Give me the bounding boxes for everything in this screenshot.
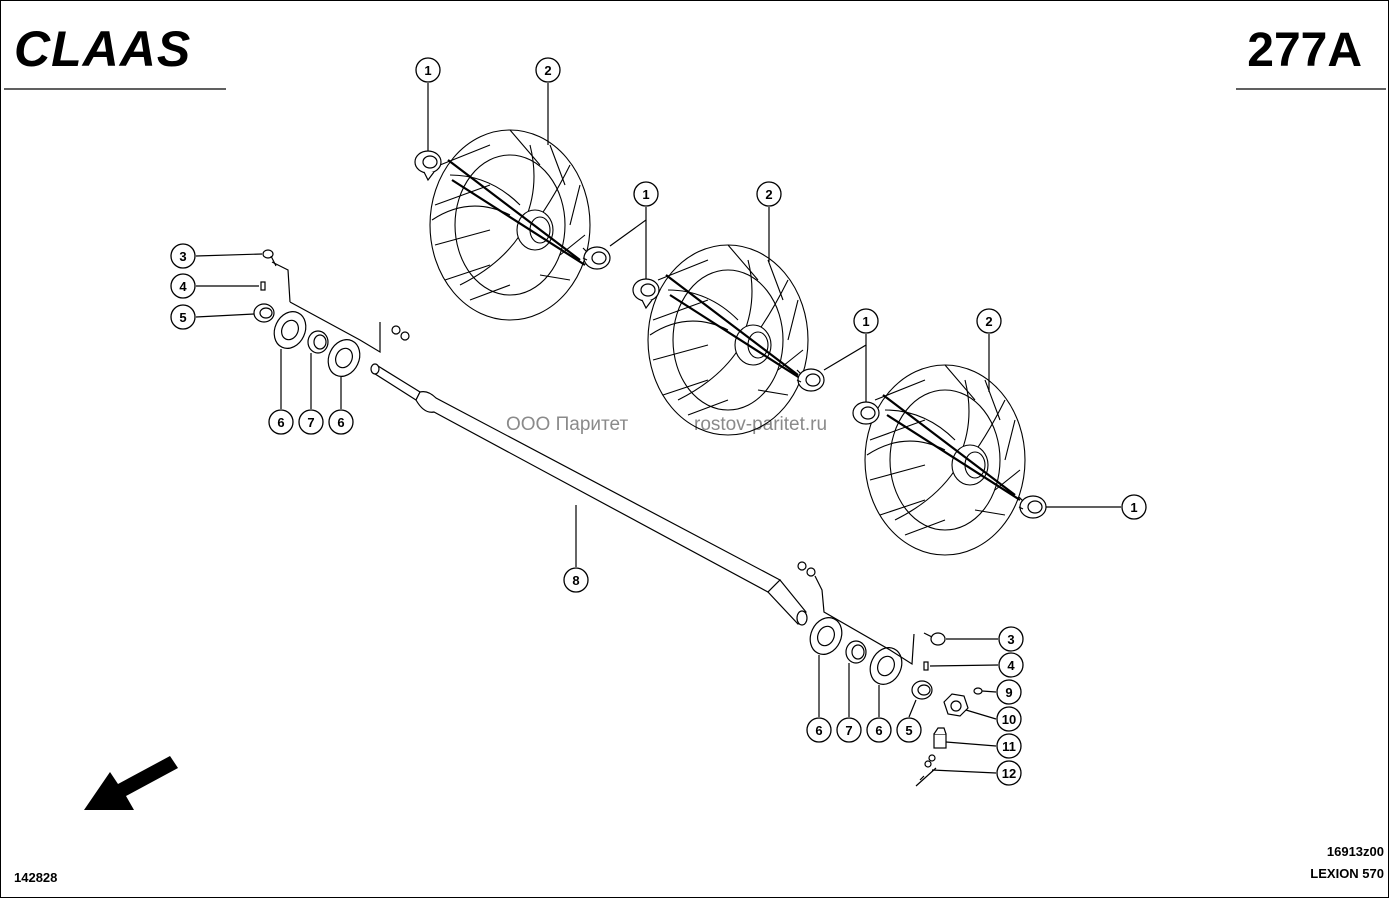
svg-text:2: 2: [765, 187, 772, 202]
svg-text:6: 6: [277, 415, 284, 430]
callout-2b: 2: [756, 181, 782, 207]
brand-logo: CLAAS: [14, 21, 191, 77]
footer-left-code: 142828: [14, 870, 57, 885]
insert-right: [911, 680, 933, 700]
bearing-right: [845, 640, 867, 664]
pin-left: [260, 281, 266, 291]
watermark-company: ООО Паритет: [506, 414, 628, 435]
svg-text:1: 1: [424, 63, 431, 78]
svg-text:12: 12: [1002, 766, 1016, 781]
svg-text:5: 5: [179, 310, 186, 325]
svg-text:7: 7: [845, 723, 852, 738]
flange-left-b: [327, 339, 361, 377]
clamp-collar-a: [414, 150, 442, 182]
callout-6-left-a: 6: [268, 409, 294, 435]
screw-set: [915, 754, 937, 787]
callout-7-left: 7: [298, 409, 324, 435]
callout-6-right-b: 6: [866, 717, 892, 743]
svg-text:7: 7: [307, 415, 314, 430]
callout-3-left: 3: [170, 243, 196, 269]
clamp-collar-b: [582, 246, 611, 270]
callout-7-right: 7: [836, 717, 862, 743]
fan-wheel-3: [864, 364, 1026, 556]
callout-3-right: 3: [998, 626, 1024, 652]
svg-text:10: 10: [1002, 712, 1016, 727]
fan-wheel-1: [429, 129, 591, 321]
svg-text:9: 9: [1005, 685, 1012, 700]
fan-wheel-2: [647, 244, 809, 436]
insert-left: [253, 303, 275, 323]
bolt-right: [923, 632, 946, 646]
callout-4-left: 4: [170, 273, 196, 299]
callout-6-right-a: 6: [806, 717, 832, 743]
clamp-collar-c: [632, 278, 660, 310]
callout-bubbles: 1 2 1 2 1 1 2 1 3 4 5 6 7 6 8 3 4 9 10 1…: [170, 57, 1147, 786]
svg-text:5: 5: [905, 723, 912, 738]
svg-text:11: 11: [1002, 739, 1016, 754]
grease-nipple: [973, 687, 983, 695]
direction-arrow-icon: [84, 756, 178, 810]
svg-text:4: 4: [179, 279, 187, 294]
svg-text:3: 3: [179, 249, 186, 264]
clamp-collar-e: [852, 401, 880, 425]
flange-right-a: [809, 617, 843, 655]
footer-drawing-code: 16913z00: [1327, 844, 1384, 859]
callout-6-left-b: 6: [328, 409, 354, 435]
svg-text:1: 1: [862, 314, 869, 329]
svg-text:8: 8: [572, 573, 579, 588]
callout-4-right: 4: [998, 652, 1024, 678]
callout-8: 8: [563, 567, 589, 593]
svg-text:2: 2: [985, 314, 992, 329]
svg-text:2: 2: [544, 63, 551, 78]
footer-model: LEXION 570: [1310, 866, 1384, 881]
left-bearing-group: [253, 249, 410, 377]
svg-text:6: 6: [875, 723, 882, 738]
callout-2a: 2: [535, 57, 561, 83]
callout-10: 10: [996, 706, 1022, 732]
watermark-site: rostov-paritet.ru: [694, 414, 827, 435]
main-shaft: [370, 363, 808, 626]
svg-text:6: 6: [815, 723, 822, 738]
callout-1d: 1: [1121, 494, 1147, 520]
callout-12: 12: [996, 760, 1022, 786]
callout-9: 9: [996, 679, 1022, 705]
svg-text:3: 3: [1007, 632, 1014, 647]
callout-11: 11: [996, 733, 1022, 759]
leader-lines: [195, 83, 1121, 774]
svg-text:1: 1: [862, 314, 869, 329]
callout-5-right: 5: [896, 717, 922, 743]
nuts-right: [797, 561, 816, 577]
flange-left-a: [273, 311, 307, 349]
pin-right: [923, 661, 929, 671]
svg-text:4: 4: [1007, 658, 1015, 673]
svg-text:1: 1: [1130, 500, 1137, 515]
page-code: 277A: [1247, 24, 1362, 77]
adapter-fitting: [933, 727, 947, 749]
callout-1a: 1: [415, 57, 441, 83]
svg-text:1: 1: [642, 187, 649, 202]
callout-1b: 1: [633, 181, 659, 207]
callout-1c: 1: [853, 308, 879, 334]
callout-5-left: 5: [170, 304, 196, 330]
bolt-left: [262, 249, 277, 267]
hex-nut: [943, 693, 969, 717]
nuts-left: [391, 325, 410, 341]
bearing-left: [307, 330, 329, 354]
clamp-collar-f: [1018, 495, 1047, 519]
callout-2c: 2: [976, 308, 1002, 334]
svg-text:6: 6: [337, 415, 344, 430]
clamp-collar-d: [796, 368, 825, 392]
right-bearing-group: [797, 561, 983, 787]
flange-right-b: [869, 647, 903, 685]
